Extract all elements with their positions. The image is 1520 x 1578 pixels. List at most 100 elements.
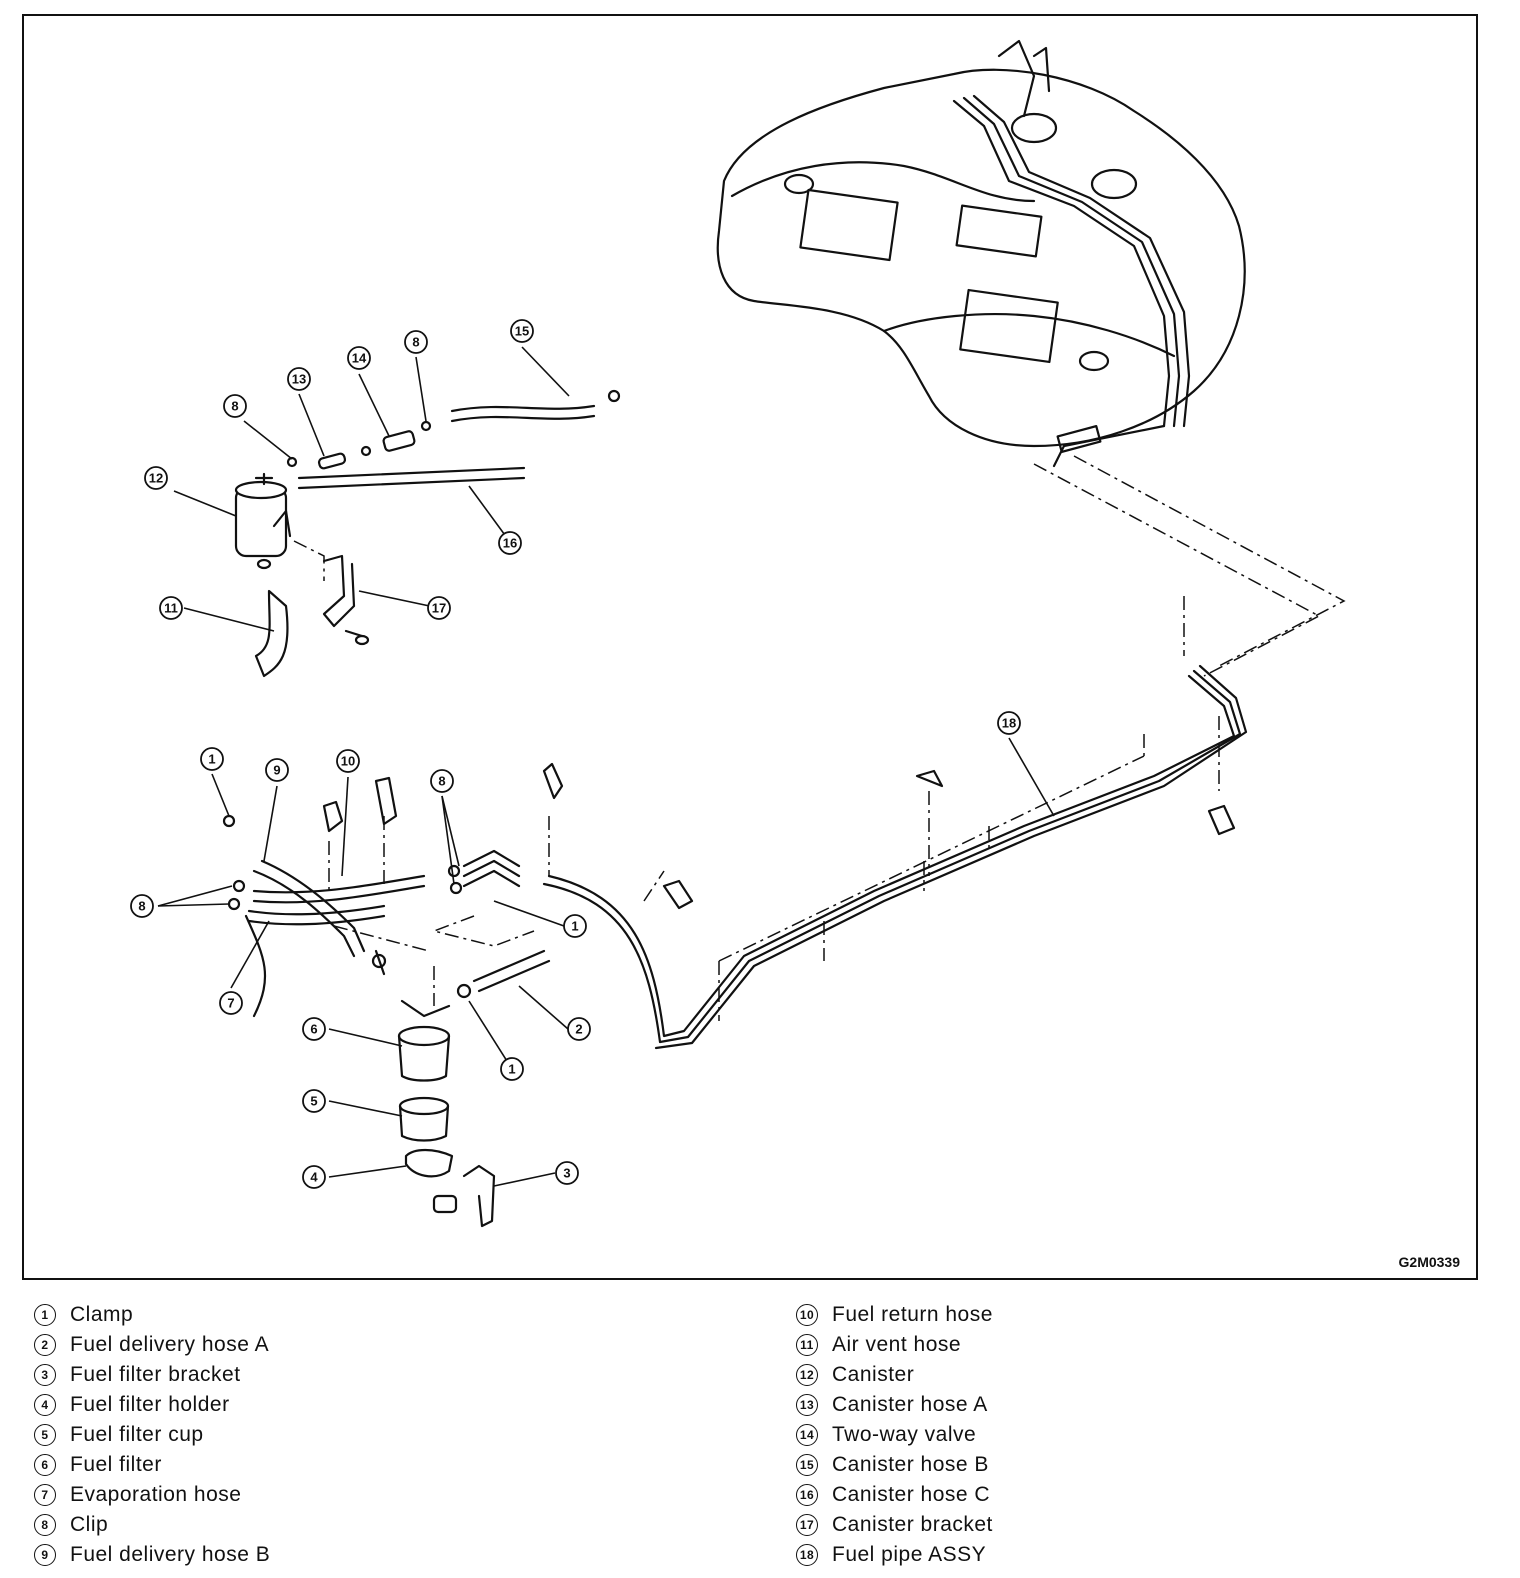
legend-item: 11 Air vent hose — [796, 1330, 993, 1360]
callout-5: 8 — [223, 394, 247, 418]
svg-text:1: 1 — [508, 1062, 515, 1077]
legend-item: 4 Fuel filter holder — [34, 1390, 270, 1420]
callout-6: 12 — [144, 466, 168, 490]
svg-text:3: 3 — [563, 1166, 570, 1181]
callout-12: 9 — [265, 758, 289, 782]
canister-assembly — [234, 389, 621, 678]
legend-item: 9 Fuel delivery hose B — [34, 1540, 270, 1570]
legend-label: Canister — [832, 1363, 915, 1386]
legend-label: Canister bracket — [832, 1513, 993, 1536]
legend-left-column: 1 Clamp 2 Fuel delivery hose A 3 Fuel fi… — [34, 1300, 270, 1570]
legend-number: 17 — [796, 1514, 818, 1536]
callout-16: 1 — [563, 914, 587, 938]
legend-label: Clamp — [70, 1303, 134, 1326]
svg-text:5: 5 — [310, 1094, 317, 1109]
legend-item: 18 Fuel pipe ASSY — [796, 1540, 993, 1570]
legend-item: 12 Canister — [796, 1360, 993, 1390]
legend-item: 6 Fuel filter — [34, 1450, 270, 1480]
svg-text:1: 1 — [208, 752, 215, 767]
svg-text:8: 8 — [412, 335, 419, 350]
fuel-tank — [716, 39, 1246, 468]
legend-item: 17 Canister bracket — [796, 1510, 993, 1540]
fuel-filter-assembly — [222, 762, 1236, 1228]
svg-text:15: 15 — [515, 324, 529, 339]
callout-18: 2 — [567, 1017, 591, 1041]
legend-number: 3 — [34, 1364, 56, 1386]
legend-number: 4 — [34, 1394, 56, 1416]
svg-text:6: 6 — [310, 1022, 317, 1037]
legend-label: Two-way valve — [832, 1423, 977, 1446]
callout-4: 13 — [287, 367, 311, 391]
svg-text:8: 8 — [138, 899, 145, 914]
svg-text:8: 8 — [438, 774, 445, 789]
svg-text:14: 14 — [352, 351, 367, 366]
legend-number: 15 — [796, 1454, 818, 1476]
legend-item: 5 Fuel filter cup — [34, 1420, 270, 1450]
callout-7: 16 — [498, 531, 522, 555]
legend-item: 1 Clamp — [34, 1300, 270, 1330]
legend-label: Canister hose C — [832, 1483, 991, 1506]
svg-text:11: 11 — [164, 601, 178, 616]
legend-number: 7 — [34, 1484, 56, 1506]
svg-text:13: 13 — [292, 372, 306, 387]
svg-text:17: 17 — [432, 601, 446, 616]
legend-number: 8 — [34, 1514, 56, 1536]
legend-label: Fuel filter bracket — [70, 1363, 241, 1386]
svg-text:2: 2 — [575, 1022, 582, 1037]
svg-text:7: 7 — [227, 996, 234, 1011]
svg-text:8: 8 — [231, 399, 238, 414]
callout-23: 3 — [555, 1161, 579, 1185]
legend-number: 12 — [796, 1364, 818, 1386]
legend-item: 8 Clip — [34, 1510, 270, 1540]
callout-21: 5 — [302, 1089, 326, 1113]
legend-label: Fuel pipe ASSY — [832, 1543, 987, 1566]
figure-code: G2M0339 — [1398, 1254, 1460, 1270]
legend-label: Canister hose A — [832, 1393, 988, 1416]
callout-1: 15 — [510, 319, 534, 343]
callout-19: 6 — [302, 1017, 326, 1041]
legend-label: Fuel filter holder — [70, 1393, 230, 1416]
legend-label: Fuel delivery hose A — [70, 1333, 270, 1356]
callout-8: 17 — [427, 596, 451, 620]
legend-number: 9 — [34, 1544, 56, 1566]
callout-20: 1 — [500, 1057, 524, 1081]
svg-text:18: 18 — [1002, 716, 1016, 731]
callout-14: 8 — [430, 769, 454, 793]
legend-label: Fuel delivery hose B — [70, 1543, 271, 1566]
legend-item: 3 Fuel filter bracket — [34, 1360, 270, 1390]
legend-item: 7 Evaporation hose — [34, 1480, 270, 1510]
legend-number: 14 — [796, 1424, 818, 1446]
legend-number: 16 — [796, 1484, 818, 1506]
assembly-guides — [293, 455, 1346, 1021]
svg-text:4: 4 — [310, 1170, 318, 1185]
fuel-pipe-assy — [542, 664, 1248, 1050]
callout-15: 8 — [130, 894, 154, 918]
callout-2: 8 — [404, 330, 428, 354]
callout-10: 18 — [997, 711, 1021, 735]
legend-number: 2 — [34, 1334, 56, 1356]
legend-label: Air vent hose — [832, 1333, 962, 1356]
legend-number: 1 — [34, 1304, 56, 1326]
legend-right-column: 10 Fuel return hose 11 Air vent hose 12 … — [796, 1300, 993, 1570]
legend-label: Clip — [70, 1513, 109, 1536]
legend-item: 2 Fuel delivery hose A — [34, 1330, 270, 1360]
legend-label: Evaporation hose — [70, 1483, 242, 1506]
svg-text:12: 12 — [149, 471, 163, 486]
callout-13: 10 — [336, 749, 360, 773]
legend-item: 10 Fuel return hose — [796, 1300, 993, 1330]
legend-number: 5 — [34, 1424, 56, 1446]
svg-text:9: 9 — [273, 763, 280, 778]
fuel-system-exploded-view: 15 8 14 13 8 12 16 17 — [130, 39, 1346, 1228]
legend-label: Fuel return hose — [832, 1303, 993, 1326]
svg-text:1: 1 — [571, 919, 578, 934]
legend-item: 15 Canister hose B — [796, 1450, 993, 1480]
callout-3: 14 — [347, 346, 371, 370]
legend-label: Fuel filter — [70, 1453, 162, 1476]
legend-number: 11 — [796, 1334, 818, 1356]
legend-number: 18 — [796, 1544, 818, 1566]
legend-item: 14 Two-way valve — [796, 1420, 993, 1450]
svg-text:16: 16 — [503, 536, 517, 551]
legend-label: Canister hose B — [832, 1453, 989, 1476]
svg-text:10: 10 — [341, 754, 355, 769]
legend-number: 13 — [796, 1394, 818, 1416]
